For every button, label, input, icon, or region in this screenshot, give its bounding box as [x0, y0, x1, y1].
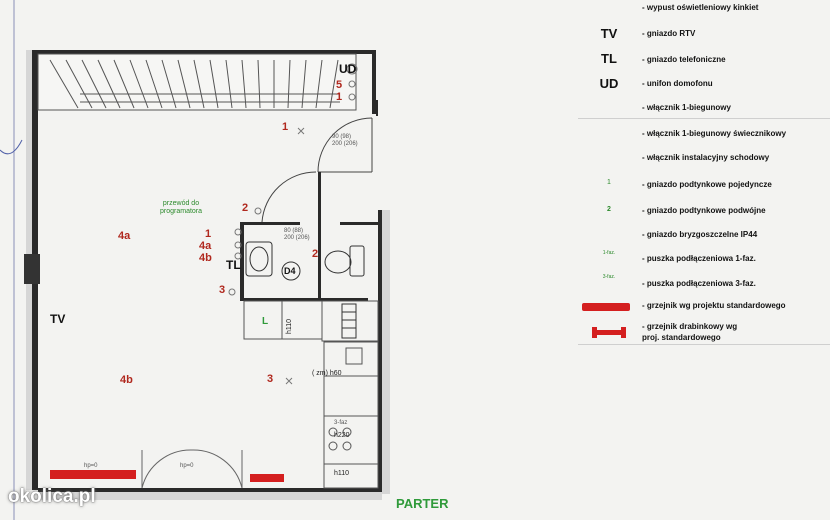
bath-number-1: 1 [205, 228, 212, 240]
bathroom-door [261, 171, 317, 223]
legend-item-ud: - unifon domofonu [642, 79, 713, 88]
legend-separator [578, 118, 830, 119]
legend-symbol-tl: TL [601, 51, 617, 66]
kitchen-h220: h220 [334, 432, 350, 439]
bath-number-4a: 4a [199, 240, 212, 252]
radiator-height-2: hp=0 [180, 463, 194, 469]
legend-item-socket-ip44: - gniazdo bryzgoszczelne IP44 [642, 230, 758, 239]
legend-symbol-ud: UD [599, 76, 619, 91]
legend-item-lamp: - wypust oświetleniowy kinkiet [642, 3, 759, 12]
outlet-1: 1 [336, 91, 343, 103]
legend-item-box-3faz: - puszka podłączeniowa 3-faz. [642, 279, 756, 288]
bathroom-walls [240, 172, 378, 301]
switch-symbols [228, 63, 358, 385]
cabinet-l-label: L [262, 316, 269, 327]
legend-item-socket-single: - gniazdo podtynkowe pojedyncze [642, 180, 772, 189]
bath-number-4b: 4b [199, 252, 212, 264]
legend-symbol-ladder-radiator-end [621, 327, 626, 338]
bath-door-dim: 80 (88) 200 (206) [284, 228, 310, 241]
room-number-4b: 4b [120, 374, 133, 386]
entrance-door-dim: 90 (98) 200 (206) [332, 134, 358, 147]
cabinet-h110-label: h110 [286, 318, 293, 334]
legend-symbol-tv: TV [600, 26, 618, 41]
legend-item-ladder-radiator: - grzejnik drabinkowy wg proj. standardo… [642, 322, 738, 342]
legend-symbol-socket-double: 2 [607, 206, 611, 213]
toilet [324, 245, 365, 277]
legend-symbol-socket-single: 1 [607, 179, 611, 186]
kitchen-h110: h110 [334, 470, 350, 477]
programmer-note: przewód do programatora [160, 200, 203, 215]
kitchen-zm-h60: ( zm) h60 [312, 370, 342, 377]
bath-number-2b: 2 [312, 248, 319, 260]
wall-tv-label: TV [50, 312, 66, 326]
legend-item-box-1faz: - puszka podłączeniowa 1-faz. [642, 254, 756, 263]
legend-symbol-radiator [582, 303, 630, 311]
radiator-standard-1 [50, 470, 136, 479]
legend-item-switch-stair: - włącznik instalacyjny schodowy [642, 153, 770, 162]
legend-symbol-ladder-radiator-end [592, 327, 597, 338]
terrace-door [141, 449, 243, 489]
staircase [37, 53, 357, 111]
outlet-5: 5 [336, 79, 343, 91]
legend-item-switch-chandelier: - włącznik 1-biegunowy świecznikowy [642, 129, 787, 138]
room-number-4a: 4a [118, 230, 131, 242]
left-window [24, 254, 40, 284]
bath-number-2a: 2 [242, 202, 249, 214]
legend: - wypust oświetleniowy kinkiet TV - gnia… [578, 0, 830, 345]
watermark: okolica.pl [8, 486, 96, 507]
phone-outlet-label: TL [226, 258, 241, 272]
vent-grid [341, 303, 357, 339]
legend-item-tv: - gniazdo RTV [642, 29, 696, 38]
outer-walls [32, 50, 382, 494]
margin-scribble [0, 139, 23, 155]
kitchen-3faz: 3-faz [334, 420, 348, 426]
legend-symbol-box-1faz: 1-faz. [602, 250, 616, 256]
legend-symbol-ladder-radiator [594, 330, 624, 335]
legend-separator [578, 344, 830, 345]
plan-drawing [0, 0, 390, 520]
legend-item-tl: - gniazdo telefoniczne [642, 55, 726, 64]
radiator-standard-2 [250, 474, 284, 482]
kitchen-units [321, 300, 379, 489]
legend-item-socket-double: - gniazdo podtynkowe podwójne [642, 206, 766, 215]
sink [245, 241, 273, 277]
legend-item-radiator: - grzejnik wg projektu standardowego [642, 301, 786, 310]
legend-symbol-box-3faz: 3-faz. [602, 274, 616, 280]
radiator-height-1: hp=0 [84, 463, 98, 469]
room-number-1: 1 [282, 121, 289, 133]
door-tag: D4 [284, 266, 296, 276]
room-number-3: 3 [267, 373, 274, 385]
door-tag-circle [281, 261, 301, 281]
floor-title: PARTER [396, 496, 449, 511]
bath-number-3: 3 [219, 284, 226, 296]
intercom-label: UD [339, 62, 357, 76]
entrance-door [317, 117, 373, 173]
legend-item-switch: - włącznik 1-biegunowy [642, 103, 731, 112]
